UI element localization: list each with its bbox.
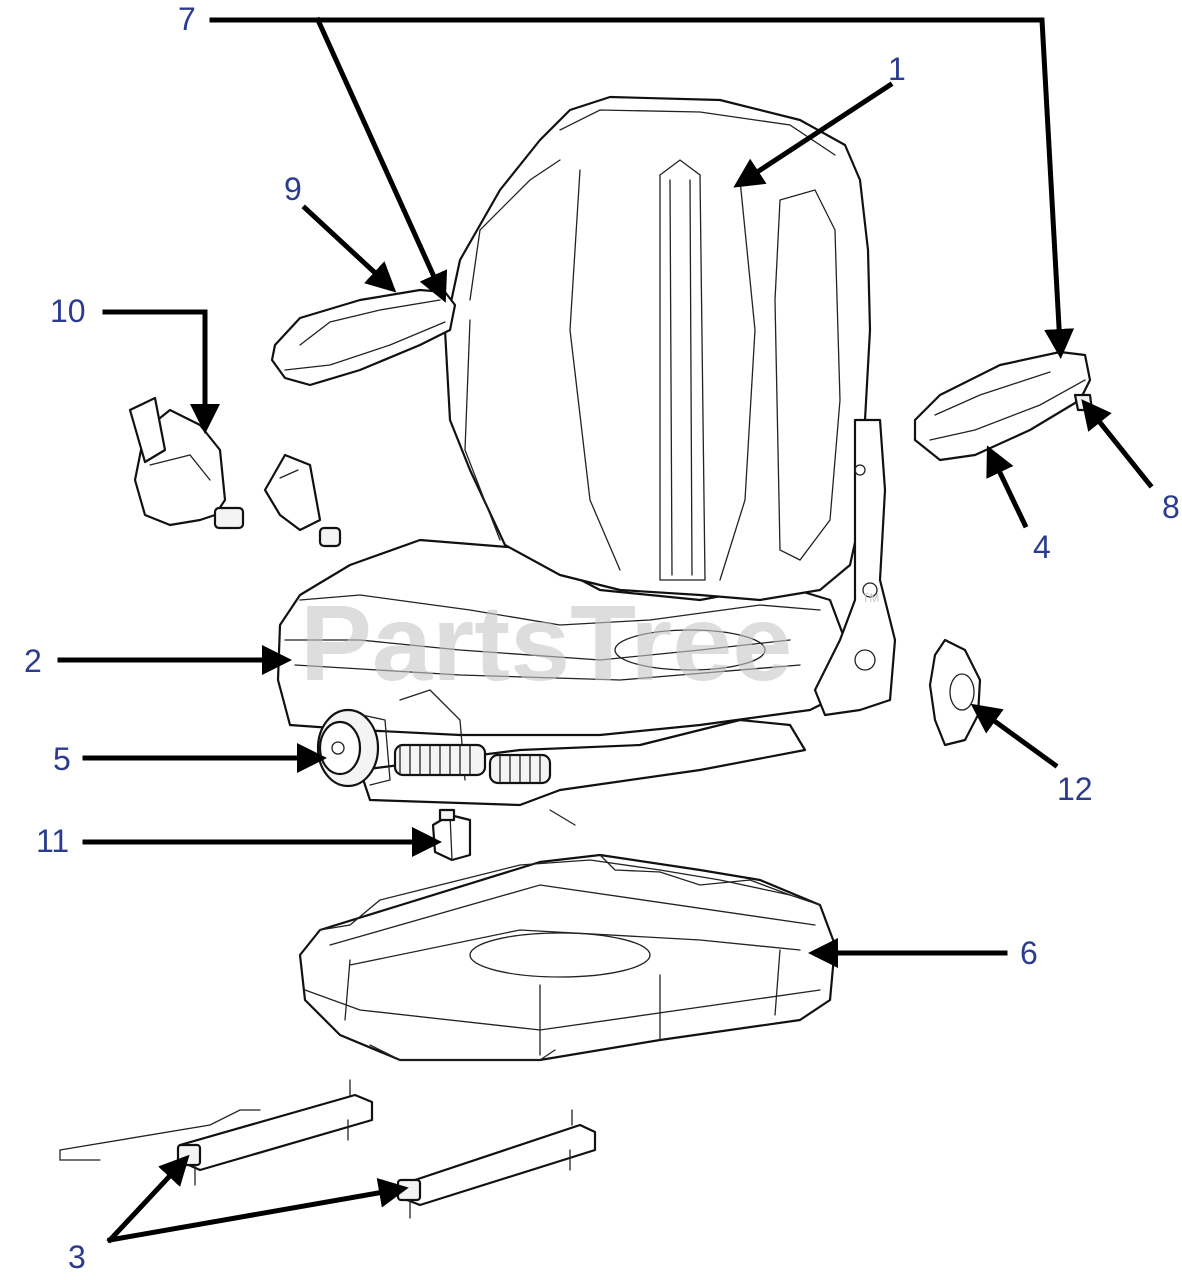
callout-12: 12 (1057, 771, 1093, 807)
callout-3: 3 (68, 1239, 86, 1275)
callout-7: 7 (178, 1, 196, 37)
slide-rail-left (59, 1079, 374, 1186)
leader-12 (970, 703, 1059, 769)
recline-knob (928, 638, 982, 747)
leader-4 (986, 445, 1029, 529)
seat-backrest (443, 95, 872, 602)
seat-belt-retractor (128, 396, 245, 530)
leader-3b (107, 1177, 409, 1243)
armrest-right (913, 350, 1094, 462)
hinge-bracket (813, 418, 897, 717)
seat-belt-buckle (263, 453, 342, 548)
seat-base-pan (298, 853, 837, 1062)
suspension-frame (358, 689, 807, 826)
callout-6: 6 (1020, 935, 1038, 971)
leader-lines (57, 16, 1154, 1244)
leader-3a (106, 1154, 190, 1244)
callout-11: 11 (36, 823, 69, 859)
armrest-left (270, 288, 457, 387)
seat-switch (431, 808, 472, 862)
callout-8: 8 (1162, 489, 1180, 525)
leader-1 (733, 81, 894, 188)
leader-10 (102, 309, 220, 434)
callout-9: 9 (284, 171, 302, 207)
slide-rail-right (396, 1109, 597, 1219)
callout-5: 5 (53, 741, 71, 777)
leader-7b (314, 16, 448, 303)
watermark-tm: TM (862, 591, 879, 605)
watermark: PartsTree (300, 582, 792, 703)
leader-8 (1081, 399, 1154, 489)
callout-4: 4 (1033, 529, 1051, 565)
leader-7 (209, 17, 1075, 359)
leader-9 (301, 204, 397, 293)
callout-1: 1 (888, 51, 906, 87)
callout-2: 2 (24, 643, 42, 679)
callout-10: 10 (50, 293, 86, 329)
